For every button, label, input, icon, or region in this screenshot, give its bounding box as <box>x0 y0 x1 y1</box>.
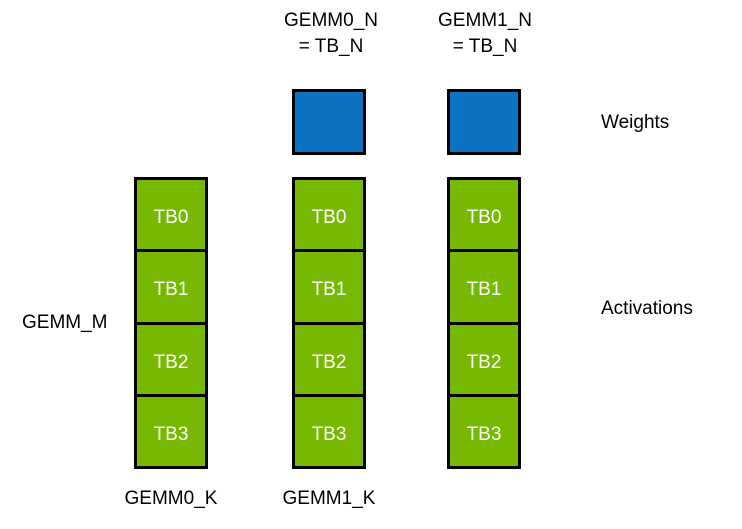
tb-cell-label: TB1 <box>466 279 502 301</box>
gemm0-weight-block <box>292 89 366 155</box>
tb-cell-label: TB3 <box>153 423 189 445</box>
activation-column-1: TB0 TB1 TB2 TB3 <box>292 177 366 469</box>
tb-cell: TB1 <box>450 252 518 325</box>
tb-cell-label: TB0 <box>466 207 502 229</box>
tb-cell: TB2 <box>295 324 363 397</box>
weights-label: Weights <box>601 112 670 133</box>
tb-cell-label: TB3 <box>311 423 347 445</box>
gemm0-n-label: GEMM0_N = TB_N <box>284 10 378 57</box>
gemm1-k-label: GEMM1_K <box>282 488 376 509</box>
tb-cell: TB1 <box>295 252 363 325</box>
activations-label: Activations <box>601 298 693 319</box>
tb-cell-label: TB0 <box>311 207 347 229</box>
tb-cell: TB0 <box>450 180 518 253</box>
tb-cell: TB2 <box>450 324 518 397</box>
tb-cell: TB0 <box>295 180 363 253</box>
gemm1-weight-block <box>447 89 521 155</box>
tb-cell-label: TB2 <box>466 351 502 373</box>
tb-cell-label: TB1 <box>311 279 347 301</box>
gemm-m-label: GEMM_M <box>22 312 108 333</box>
tb-cell: TB1 <box>137 252 205 325</box>
tb-cell: TB2 <box>137 324 205 397</box>
tb-cell-label: TB3 <box>466 423 502 445</box>
tb-cell: TB3 <box>450 396 518 466</box>
tb-cell: TB0 <box>137 180 205 253</box>
tb-cell: TB3 <box>137 396 205 466</box>
tb-cell-label: TB1 <box>153 279 189 301</box>
activation-column-0: TB0 TB1 TB2 TB3 <box>134 177 208 469</box>
tb-cell-label: TB2 <box>311 351 347 373</box>
tb-cell: TB3 <box>295 396 363 466</box>
tb-cell-label: TB0 <box>153 207 189 229</box>
gemm0-k-label: GEMM0_K <box>124 488 218 509</box>
activation-column-2: TB0 TB1 TB2 TB3 <box>447 177 521 469</box>
gemm1-n-label: GEMM1_N = TB_N <box>438 10 532 57</box>
tb-cell-label: TB2 <box>153 351 189 373</box>
